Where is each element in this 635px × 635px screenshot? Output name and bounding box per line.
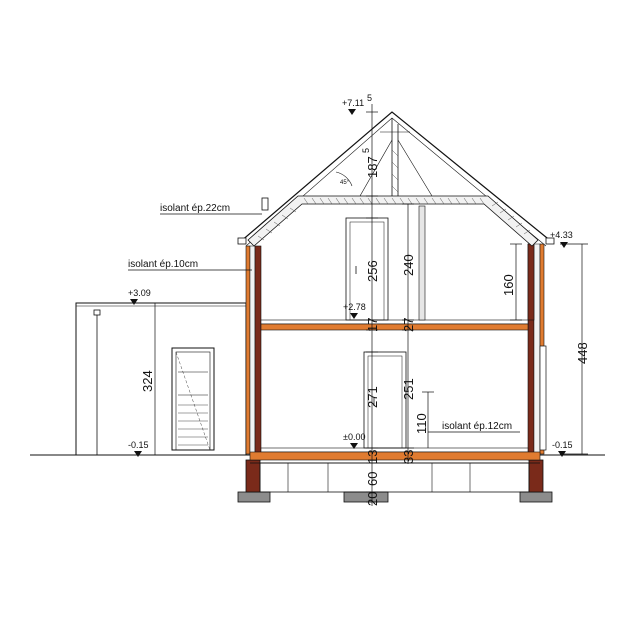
level-eave: +4.33 — [550, 230, 573, 240]
roof-angle: 45° — [340, 180, 350, 186]
dim-floor-ground: 13 — [365, 450, 380, 464]
dim-floor-ground-right: 33 — [401, 450, 416, 464]
dim-window-sill: 110 — [414, 413, 429, 434]
dim-lower-height: 251 — [401, 378, 416, 400]
level-markers: +7.11 5 +4.33 +3.09 +2.78 ±0.00 -0.15 -0… — [128, 93, 573, 457]
knee-wall — [527, 243, 535, 321]
dim-roof-height: 187 — [365, 156, 380, 178]
dimension-lines — [120, 104, 588, 506]
dimension-texts: 187 5 256 240 160 17 27 448 324 271 251 … — [140, 148, 590, 506]
dim-floor-upper: 17 — [365, 318, 380, 332]
level-ground-right: -0.15 — [552, 440, 573, 450]
dim-door-lower: 271 — [365, 386, 380, 408]
left-gutter — [237, 237, 247, 245]
dim-crawl-60: 60 — [365, 472, 380, 486]
level-ground-left: -0.15 — [128, 440, 149, 450]
level-ridge: +7.11 — [342, 98, 364, 108]
downpipe — [93, 309, 101, 316]
right-window — [539, 345, 547, 451]
roof-insulation — [247, 195, 539, 247]
level-first-floor: +2.78 — [343, 302, 366, 312]
roof: 45° — [237, 111, 555, 247]
dim-total-height: 448 — [575, 342, 590, 364]
insulation-labels: isolant ép.22cm isolant ép.10cm isolant … — [128, 203, 520, 433]
annex — [75, 302, 247, 456]
roof-vent — [261, 197, 269, 211]
floor-insulation-label: isolant ép.12cm — [442, 421, 512, 432]
annex-door — [171, 347, 215, 451]
dim-door-upper: 256 — [365, 260, 380, 282]
foundation — [237, 459, 553, 503]
wall-insulation-label: isolant ép.10cm — [128, 259, 198, 270]
upper-partition — [418, 205, 426, 321]
level-ridge-sup: 5 — [367, 93, 372, 103]
interior — [345, 205, 535, 449]
level-ground-floor: ±0.00 — [343, 432, 365, 442]
dim-upper-height: 240 — [401, 254, 416, 276]
level-annex-top: +3.09 — [128, 288, 151, 298]
floors — [249, 319, 541, 464]
left-cladding — [245, 245, 251, 455]
right-gutter — [545, 237, 555, 245]
left-wall-insulation — [249, 245, 256, 455]
dim-roof-height-sup: 5 — [361, 148, 371, 153]
dim-footing-20: 20 — [365, 492, 380, 506]
dim-knee-wall: 160 — [501, 274, 516, 296]
roof-insulation-label: isolant ép.22cm — [160, 203, 230, 214]
dim-floor-upper-right: 27 — [401, 318, 416, 332]
dim-annex-height: 324 — [140, 370, 155, 392]
